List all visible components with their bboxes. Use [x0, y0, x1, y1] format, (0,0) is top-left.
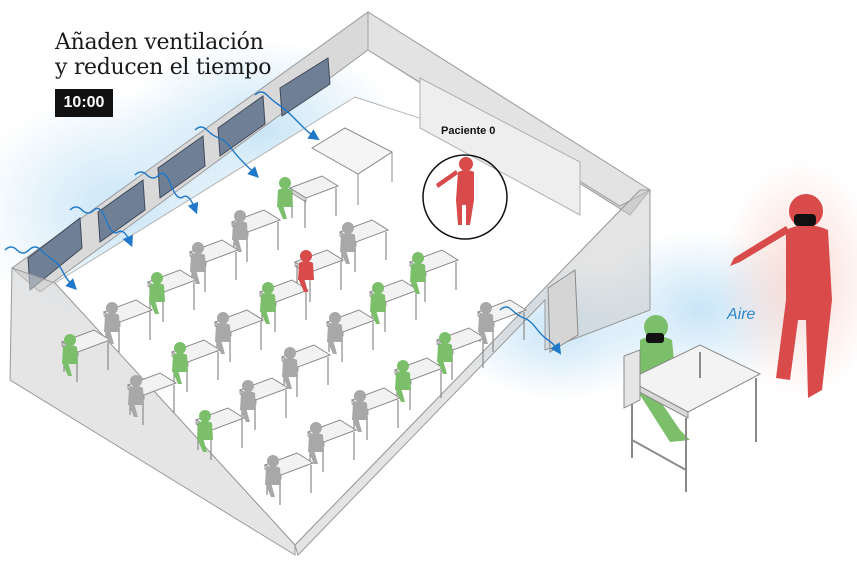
title-line-2: y reducen el tiempo [55, 55, 272, 80]
timer-badge: 10:00 [55, 89, 113, 117]
patient-zero-figure [436, 157, 474, 225]
blackboard [419, 77, 581, 216]
classroom-door [547, 269, 579, 353]
patient-zero-label: Paciente 0 [441, 125, 496, 137]
page-title: Añaden ventilación y reducen el tiempo [55, 30, 271, 80]
air-flow-arrows [4, 91, 562, 355]
air-label: Aire [727, 306, 756, 323]
zoom-student-desk [623, 315, 762, 492]
patient-zero-circle [422, 154, 508, 240]
title-line-1: Añaden ventilación [55, 30, 264, 55]
